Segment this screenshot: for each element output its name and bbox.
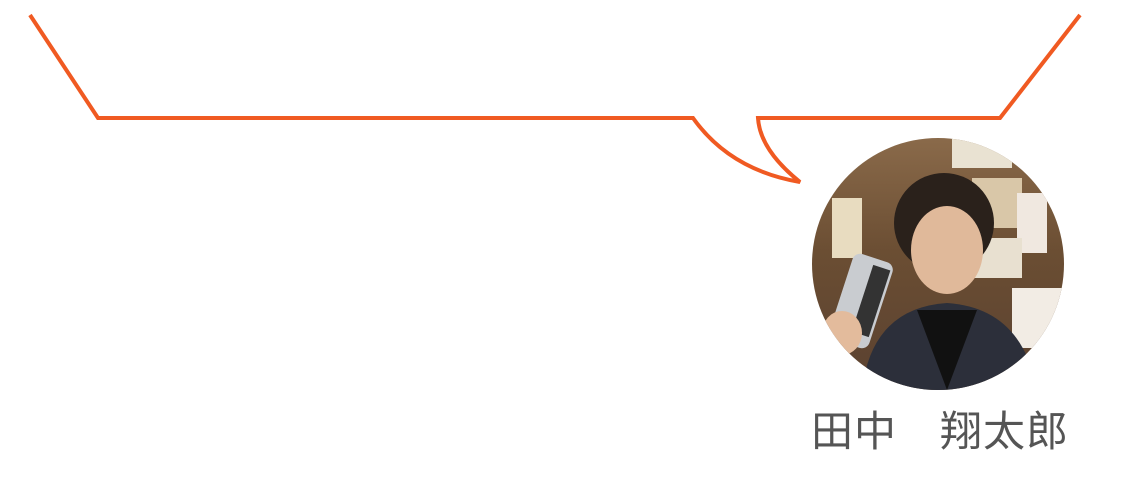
person-photo-icon [822, 138, 1064, 390]
profile-name: 田中 翔太郎 [810, 407, 1069, 456]
speech-bubble-path [28, 13, 1082, 184]
avatar [812, 138, 1064, 390]
